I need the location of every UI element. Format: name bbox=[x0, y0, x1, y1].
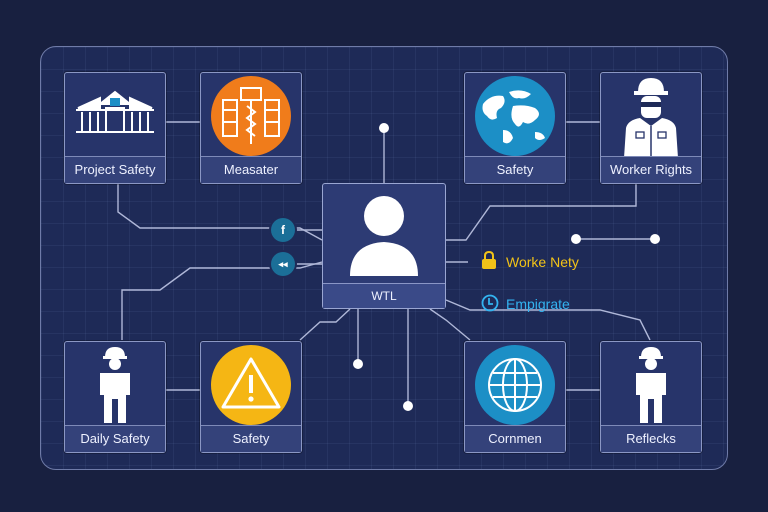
card-reflecks[interactable]: Reflecks bbox=[600, 341, 702, 453]
card-label: Daily Safety bbox=[65, 425, 165, 452]
lock-icon bbox=[481, 250, 497, 270]
worker-icon bbox=[601, 73, 701, 159]
card-safety-globe[interactable]: Safety bbox=[464, 72, 566, 184]
center-node[interactable]: WTL bbox=[322, 183, 446, 309]
card-label: Worker Rights bbox=[601, 156, 701, 183]
card-worker-rights[interactable]: Worker Rights bbox=[600, 72, 702, 184]
warning-icon bbox=[201, 342, 301, 428]
building-icon bbox=[65, 73, 165, 159]
card-label: Safety bbox=[465, 156, 565, 183]
tools-icon bbox=[201, 73, 301, 159]
chat-circle-icon[interactable]: ◂◂ bbox=[271, 252, 295, 276]
globe-grid-icon bbox=[465, 342, 565, 428]
center-label: WTL bbox=[323, 283, 445, 308]
globe-icon bbox=[465, 73, 565, 159]
clock-text: Empigrate bbox=[506, 296, 570, 312]
clock-icon bbox=[481, 294, 499, 312]
card-label: Safety bbox=[201, 425, 301, 452]
facebook-circle-icon[interactable]: f bbox=[271, 218, 295, 242]
card-cornmen[interactable]: Cornmen bbox=[464, 341, 566, 453]
worker-icon bbox=[601, 342, 701, 428]
card-daily-safety[interactable]: Daily Safety bbox=[64, 341, 166, 453]
user-icon bbox=[323, 184, 445, 284]
card-measater[interactable]: Measater bbox=[200, 72, 302, 184]
card-label: Measater bbox=[201, 156, 301, 183]
card-label: Reflecks bbox=[601, 425, 701, 452]
card-safety-warning[interactable]: Safety bbox=[200, 341, 302, 453]
worker-icon bbox=[65, 342, 165, 428]
card-label: Cornmen bbox=[465, 425, 565, 452]
card-label: Project Safety bbox=[65, 156, 165, 183]
card-project-safety[interactable]: Project Safety bbox=[64, 72, 166, 184]
lock-text: Worke Nety bbox=[506, 254, 579, 270]
